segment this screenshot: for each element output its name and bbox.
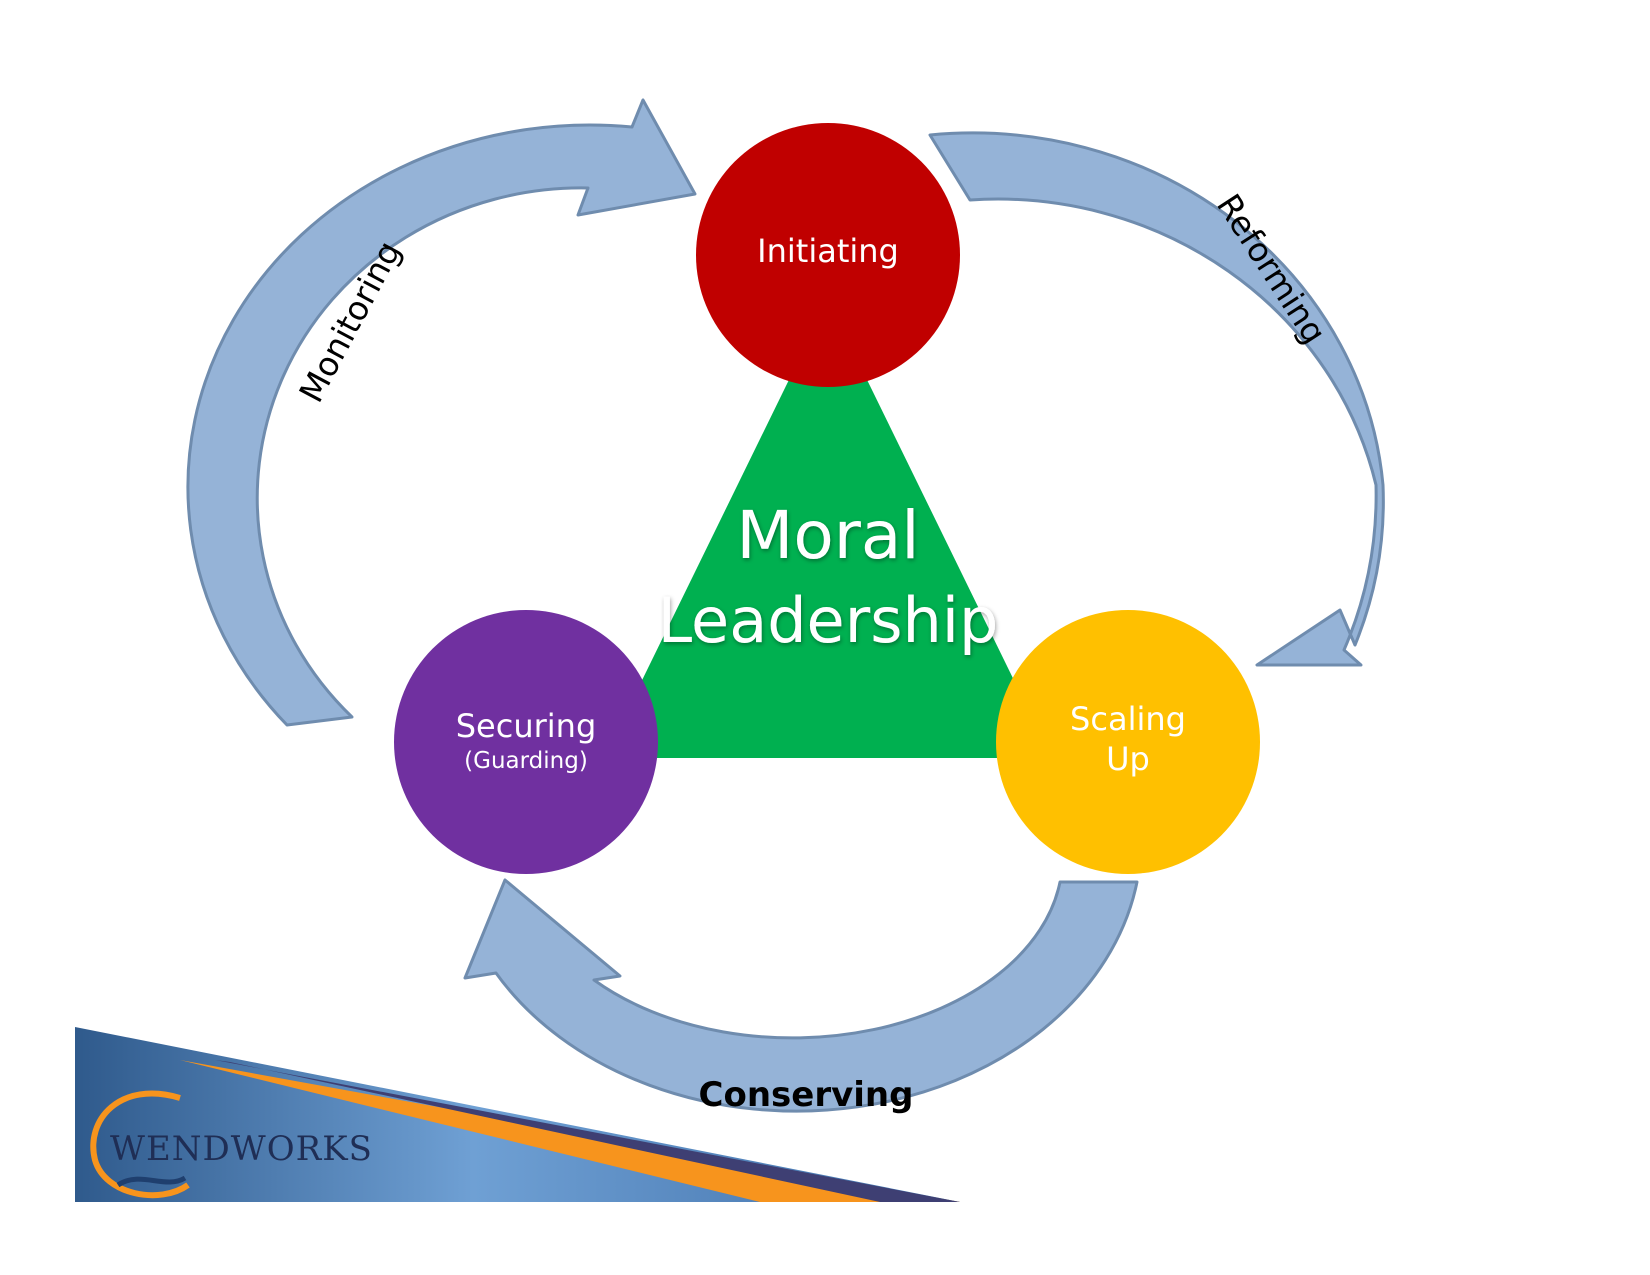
securing-circle: [394, 610, 658, 874]
securing-sublabel: (Guarding): [464, 748, 588, 774]
securing-label: Securing: [456, 707, 597, 745]
wendworks-logo-band: WENDWORKS: [75, 1027, 960, 1202]
moral-leadership-triangle: [604, 300, 1052, 758]
logo-swirl-icon: [90, 1090, 190, 1199]
center-title-line1: Moral: [736, 497, 919, 574]
scaling-up-circle: [996, 610, 1260, 874]
wendworks-logo-text: WENDWORKS: [110, 1129, 373, 1169]
initiating-label: Initiating: [757, 232, 899, 270]
scaling-label-line2: Up: [1106, 740, 1150, 778]
center-title-line2: Leadership: [658, 584, 999, 657]
initiating-circle: [696, 123, 960, 387]
scaling-label-line1: Scaling: [1070, 700, 1186, 738]
monitoring-arrow: [186, 98, 697, 727]
conserving-label: Conserving: [699, 1075, 914, 1115]
reforming-arrow: [928, 131, 1385, 667]
conserving-arrow: [463, 878, 1139, 1113]
